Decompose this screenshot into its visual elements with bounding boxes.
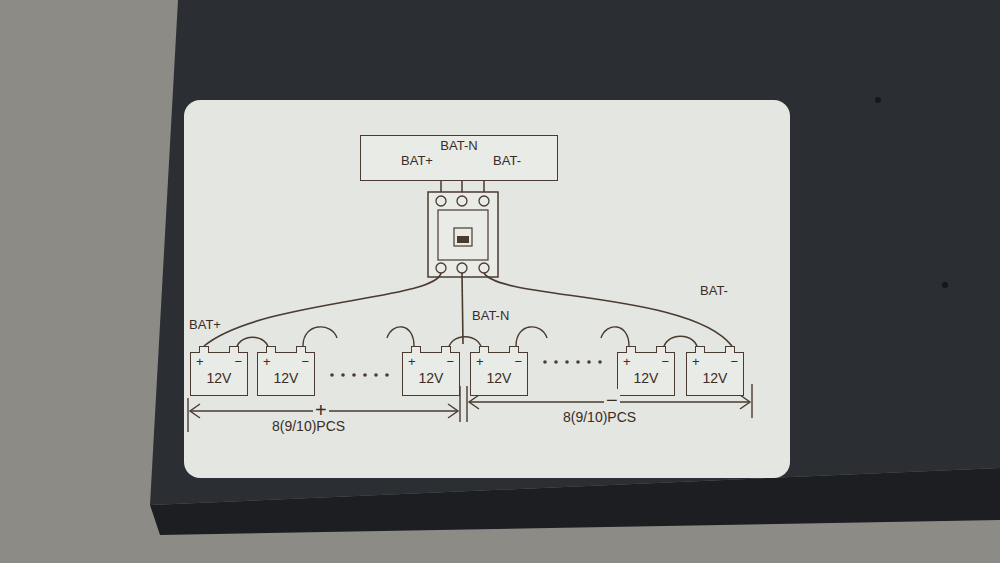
breaker-terminal <box>436 196 446 206</box>
screw-hole <box>942 282 948 288</box>
voltage-label: 12V <box>419 371 444 386</box>
battery-box: + −12V <box>190 352 248 396</box>
terminal-label: BAT+ <box>189 318 221 332</box>
neutral-wire <box>462 273 463 344</box>
battery-terminal <box>509 346 519 353</box>
battery-box: + −12V <box>402 352 460 396</box>
quantity-label: 8(9/10)PCS <box>563 410 636 425</box>
jumper-wire <box>663 336 698 352</box>
battery-terminal <box>199 346 209 353</box>
voltage-label: 12V <box>207 371 232 386</box>
battery-terminal <box>626 346 636 353</box>
negative-wire <box>484 273 732 346</box>
polarity-sign: + <box>692 355 700 369</box>
battery-box: + −12V <box>686 352 744 396</box>
polarity-sign: + <box>408 355 416 369</box>
battery-terminal <box>266 346 276 353</box>
voltage-label: 12V <box>274 371 299 386</box>
device-cover <box>150 0 1000 505</box>
breaker-terminal <box>479 196 489 206</box>
quantity-label: 8(9/10)PCS <box>272 419 345 434</box>
polarity-sign: − <box>730 355 738 369</box>
battery-terminal <box>479 346 489 353</box>
jumper-wire <box>601 327 629 346</box>
battery-terminal <box>695 346 705 353</box>
polarity-sign: − <box>661 355 669 369</box>
voltage-label: 12V <box>634 371 659 386</box>
terminal-name: BAT-N <box>440 139 477 153</box>
positive-wire <box>204 273 441 346</box>
battery-terminal <box>229 346 239 353</box>
terminal-label: BAT- <box>700 284 728 298</box>
polarity-sign: + <box>623 355 631 369</box>
voltage-label: 12V <box>487 371 512 386</box>
breaker-terminal <box>436 263 446 273</box>
breaker-body <box>438 210 488 260</box>
screw-hole <box>875 97 881 103</box>
terminal-block: BAT-N BAT+ BAT- <box>360 135 558 181</box>
jumper-wire <box>516 327 547 346</box>
breaker <box>428 192 498 277</box>
battery-terminal <box>296 346 306 353</box>
jumper-wire <box>303 327 337 346</box>
jumper-wire <box>236 337 269 352</box>
polarity-sign: + <box>196 355 204 369</box>
terminal-label: BAT-N <box>472 309 509 323</box>
polarity-sign: − <box>234 355 242 369</box>
ellipsis-dots <box>330 360 602 377</box>
terminal-name: BAT- <box>493 154 521 168</box>
polarity-sign: − <box>446 355 454 369</box>
battery-terminal <box>656 346 666 353</box>
terminal-name: BAT+ <box>401 154 433 168</box>
jumper-wire <box>448 337 482 352</box>
polarity-sign: − <box>604 389 620 411</box>
polarity-sign: − <box>301 355 309 369</box>
voltage-label: 12V <box>703 371 728 386</box>
jumper-wire <box>387 327 414 346</box>
battery-box: + −12V <box>470 352 528 396</box>
device-front <box>150 468 1000 535</box>
sticker <box>184 100 790 478</box>
battery-box: + −12V <box>257 352 315 396</box>
breaker-terminal <box>479 263 489 273</box>
polarity-sign: − <box>514 355 522 369</box>
polarity-sign: + <box>476 355 484 369</box>
battery-terminal <box>441 346 451 353</box>
battery-terminal <box>411 346 421 353</box>
polarity-sign: + <box>313 399 329 421</box>
battery-box: + −12V <box>617 352 675 396</box>
polarity-sign: + <box>263 355 271 369</box>
breaker-switch <box>454 228 472 246</box>
breaker-lever <box>457 236 469 243</box>
breaker-terminal <box>457 263 467 273</box>
battery-terminal <box>725 346 735 353</box>
breaker-terminal <box>457 196 467 206</box>
